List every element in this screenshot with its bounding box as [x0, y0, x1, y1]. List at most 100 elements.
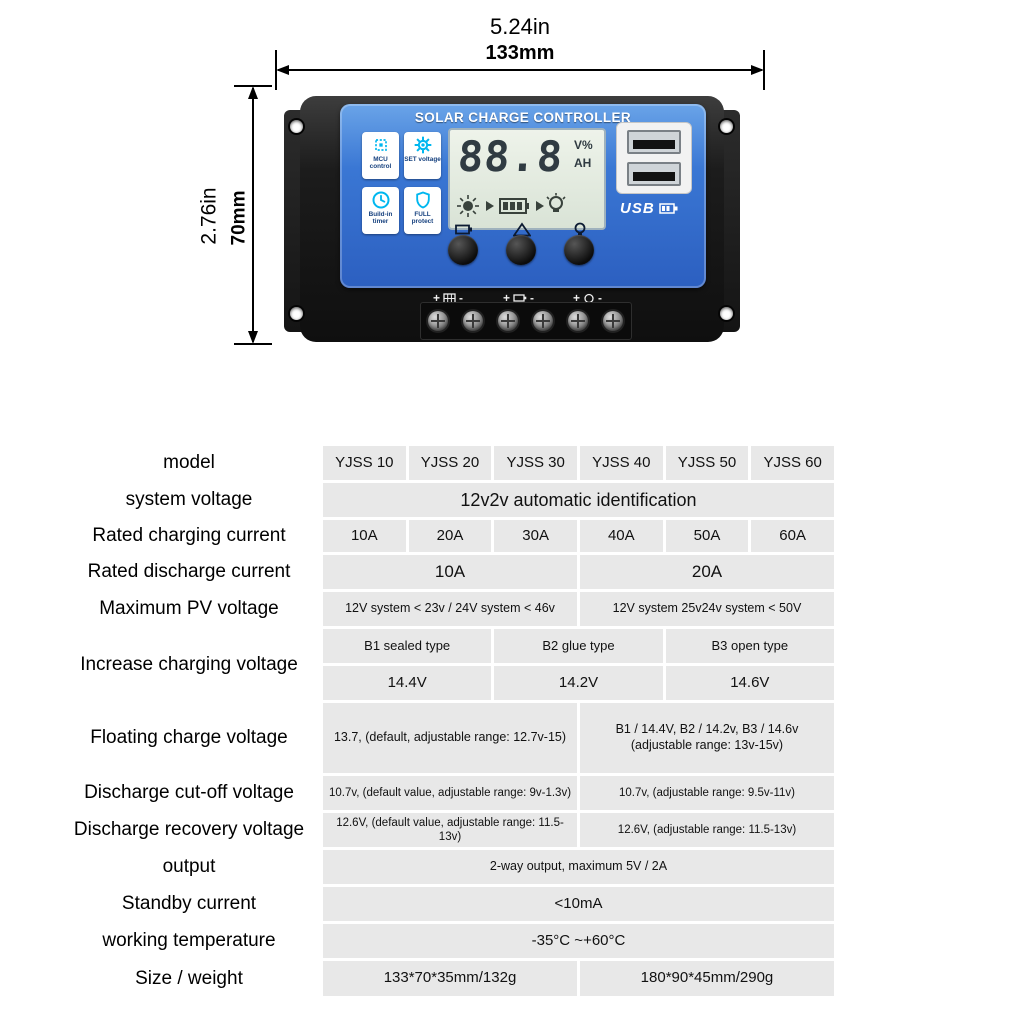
spec-row-label: Size / weight	[135, 967, 243, 989]
usb-port-top	[627, 130, 681, 154]
spec-row-label: working temperature	[102, 930, 276, 951]
usb-tongue	[633, 140, 675, 149]
spec-row-label: Floating charge voltage	[90, 727, 288, 748]
spec-cell: 12v2v automatic identification	[323, 483, 834, 517]
terminal-block	[420, 302, 632, 340]
minus-sign: -	[530, 291, 535, 305]
spec-cell: 2-way output, maximum 5V / 2A	[323, 850, 834, 884]
usb-label: USB	[620, 200, 679, 217]
terminal-label-battery: + -	[503, 291, 534, 305]
spec-cell: 10A	[323, 520, 406, 552]
arrow-right-icon	[486, 201, 494, 211]
function-badge-timer: Build-in timer	[362, 187, 399, 234]
function-badge-protect: FULL protect	[404, 187, 441, 234]
spec-cell: 133*70*35mm/132g	[323, 961, 577, 996]
spec-cell: 20A	[408, 520, 492, 552]
usb-port-bottom	[627, 162, 681, 186]
spec-cell: 60A	[751, 520, 834, 552]
minus-sign: -	[459, 291, 464, 305]
mounting-hole	[720, 307, 733, 320]
plus-sign: +	[573, 291, 581, 305]
spec-cell: 10A	[323, 555, 577, 589]
spec-table: model YJSS 10 YJSS 20 YJSS 30 YJSS 40 YJ…	[58, 446, 834, 996]
button-down[interactable]	[564, 235, 594, 265]
plus-sign: +	[503, 291, 511, 305]
spec-cell: <10mA	[323, 887, 834, 921]
device-title: SOLAR CHARGE CONTROLLER	[414, 110, 632, 125]
spec-cell: 20A	[579, 555, 834, 589]
lcd-unit-volts: V%	[574, 138, 593, 152]
button-select[interactable]	[448, 235, 478, 265]
spec-cell: 10.7v, (adjustable range: 9.5v-11v)	[579, 776, 834, 810]
spec-cell: B1 / 14.4V, B2 / 14.2v, B3 / 14.6v (adju…	[579, 703, 834, 773]
spec-cell: 50A	[665, 520, 749, 552]
spec-row-label: Maximum PV voltage	[99, 598, 279, 619]
spec-row-label: Standby current	[121, 893, 257, 914]
spec-row-label: Rated charging current	[92, 525, 286, 546]
sun-icon	[457, 195, 479, 217]
function-label: SET voltage	[404, 156, 441, 163]
spec-cell: 14.4V	[323, 666, 492, 700]
width-dimension-arrow	[275, 50, 765, 90]
plus-sign: +	[433, 291, 441, 305]
minus-sign: -	[598, 291, 603, 305]
battery-icon	[513, 294, 527, 302]
battery-mode-icon	[455, 224, 472, 235]
spec-row-label: Increase charging voltage	[80, 653, 298, 675]
function-label: Build-in timer	[368, 211, 393, 226]
spec-cell: B2 glue type	[494, 629, 663, 663]
lcd-value: 88.8	[456, 132, 565, 181]
screw-terminal[interactable]	[533, 311, 553, 331]
button-up[interactable]	[506, 235, 536, 265]
function-label: FULL protect	[411, 211, 434, 226]
spec-cell: YJSS 60	[751, 446, 834, 480]
spec-cell: 12.6V, (default value, adjustable range:…	[323, 813, 577, 847]
chip-icon	[374, 139, 387, 151]
spec-cell: YJSS 50	[665, 446, 749, 480]
screw-terminal[interactable]	[498, 311, 518, 331]
spec-cell: B1 sealed type	[323, 629, 492, 663]
spec-row-label: system voltage	[125, 489, 253, 510]
spec-cell-line: B1 / 14.4V, B2 / 14.2v, B3 / 14.6v	[615, 722, 799, 737]
mounting-hole	[720, 120, 733, 133]
usb-text: USB	[620, 200, 655, 217]
screw-terminal[interactable]	[428, 311, 448, 331]
function-badge-set-voltage: SET voltage	[404, 132, 441, 179]
spec-row-label: model	[163, 452, 215, 473]
battery-charge-icon	[658, 203, 678, 214]
screw-terminal[interactable]	[603, 311, 623, 331]
shield-icon	[415, 191, 430, 209]
spec-cell: 14.2V	[494, 666, 663, 700]
clock-icon	[372, 191, 389, 209]
battery-icon	[499, 198, 529, 214]
spec-cell: 12V system < 23v / 24V system < 46v	[323, 592, 577, 626]
spec-cell: -35°C ~+60°C	[323, 924, 834, 958]
bulb-icon	[546, 193, 566, 212]
gear-icon	[414, 136, 431, 154]
spec-cell: 30A	[494, 520, 577, 552]
screw-terminal[interactable]	[463, 311, 483, 331]
spec-cell-line: (adjustable range: 13v-15v)	[630, 738, 784, 752]
spec-row-label: output	[162, 856, 216, 877]
mounting-hole	[290, 307, 303, 320]
spec-row-label: Discharge recovery voltage	[73, 819, 305, 840]
spec-cell: 40A	[579, 520, 663, 552]
lcd-status-icons	[457, 193, 566, 217]
mounting-hole	[290, 120, 303, 133]
spec-cell: 14.6V	[665, 666, 834, 700]
width-dimension-mm: 133mm	[485, 42, 555, 64]
arrow-right-icon	[536, 201, 544, 211]
spec-cell: YJSS 20	[408, 446, 492, 480]
spec-cell: 10.7v, (default value, adjustable range:…	[323, 776, 577, 810]
spec-cell: 13.7, (default, adjustable range: 12.7v-…	[323, 703, 577, 773]
height-dimension-inches: 2.76in	[197, 187, 221, 245]
spec-cell: YJSS 40	[579, 446, 663, 480]
screw-terminal[interactable]	[568, 311, 588, 331]
lcd-unit-ah: AH	[574, 156, 592, 170]
spec-cell: YJSS 10	[323, 446, 406, 480]
function-label: MCU control	[369, 156, 392, 171]
usb-tongue	[633, 172, 675, 181]
function-badge-mcu: MCU control	[362, 132, 399, 179]
height-dimension-arrow	[234, 85, 272, 345]
width-dimension-inches: 5.24in	[490, 14, 550, 39]
